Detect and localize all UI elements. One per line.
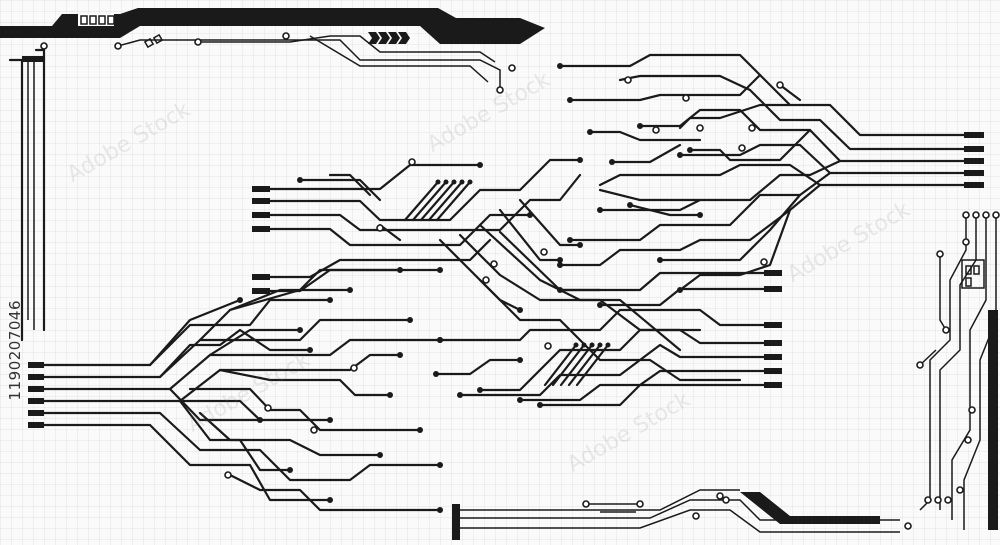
stock-id-watermark: 1190207046 bbox=[6, 300, 24, 401]
top-header-frame bbox=[0, 8, 545, 94]
right-frame bbox=[916, 211, 1000, 530]
center-diagonal-traces bbox=[438, 198, 742, 382]
top-right-bundle bbox=[557, 53, 984, 293]
center-right-bundle bbox=[433, 258, 782, 408]
left-rail bbox=[8, 42, 48, 342]
center-left-bundle bbox=[252, 157, 583, 294]
bottom-frame bbox=[452, 489, 912, 540]
left-trace-bundle bbox=[28, 267, 443, 513]
